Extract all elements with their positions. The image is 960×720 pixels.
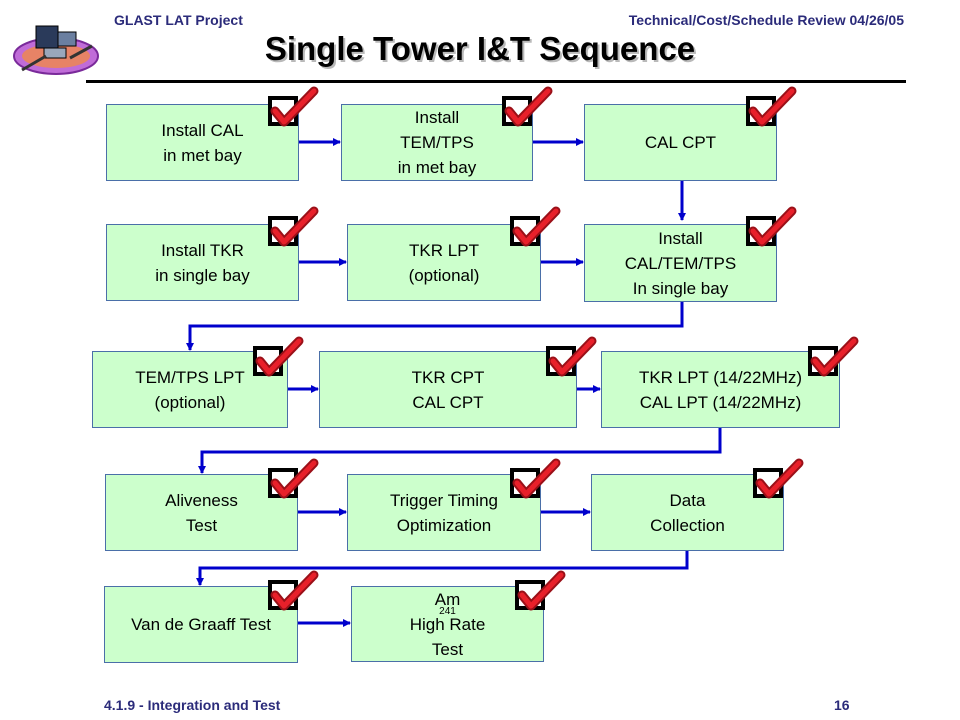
project-name: GLAST LAT Project [114, 12, 243, 28]
title-rule [86, 80, 906, 83]
check-icon [515, 570, 566, 611]
check-icon [502, 86, 553, 127]
check-icon [753, 458, 804, 499]
page-number: 16 [834, 697, 850, 713]
page-title: Single Tower I&T Sequence [264, 30, 696, 67]
step-cal-cpt: CAL CPT [584, 104, 777, 181]
arrow-6-7 [186, 302, 684, 351]
check-icon [510, 458, 561, 499]
review-name: Technical/Cost/Schedule Review 04/26/05 [628, 12, 904, 28]
arrow-9-10 [198, 428, 722, 474]
check-icon [510, 206, 561, 247]
check-icon [546, 336, 597, 377]
check-icon [268, 458, 319, 499]
check-icon [746, 86, 797, 127]
step-tkr-lpt: TKR LPT(optional) [347, 224, 541, 301]
step-tkr-cal-lpt-mhz: TKR LPT (14/22MHz)CAL LPT (14/22MHz) [601, 351, 840, 428]
glast-satellite-logo [13, 25, 99, 75]
arrow-12-13 [196, 551, 689, 586]
step-van-de-graaff: Van de Graaff Test [104, 586, 298, 663]
check-icon [268, 206, 319, 247]
check-icon [268, 86, 319, 127]
check-icon [808, 336, 859, 377]
check-icon [268, 570, 319, 611]
check-icon [253, 336, 304, 377]
check-icon [746, 206, 797, 247]
footer-section: 4.1.9 - Integration and Test [104, 697, 281, 713]
